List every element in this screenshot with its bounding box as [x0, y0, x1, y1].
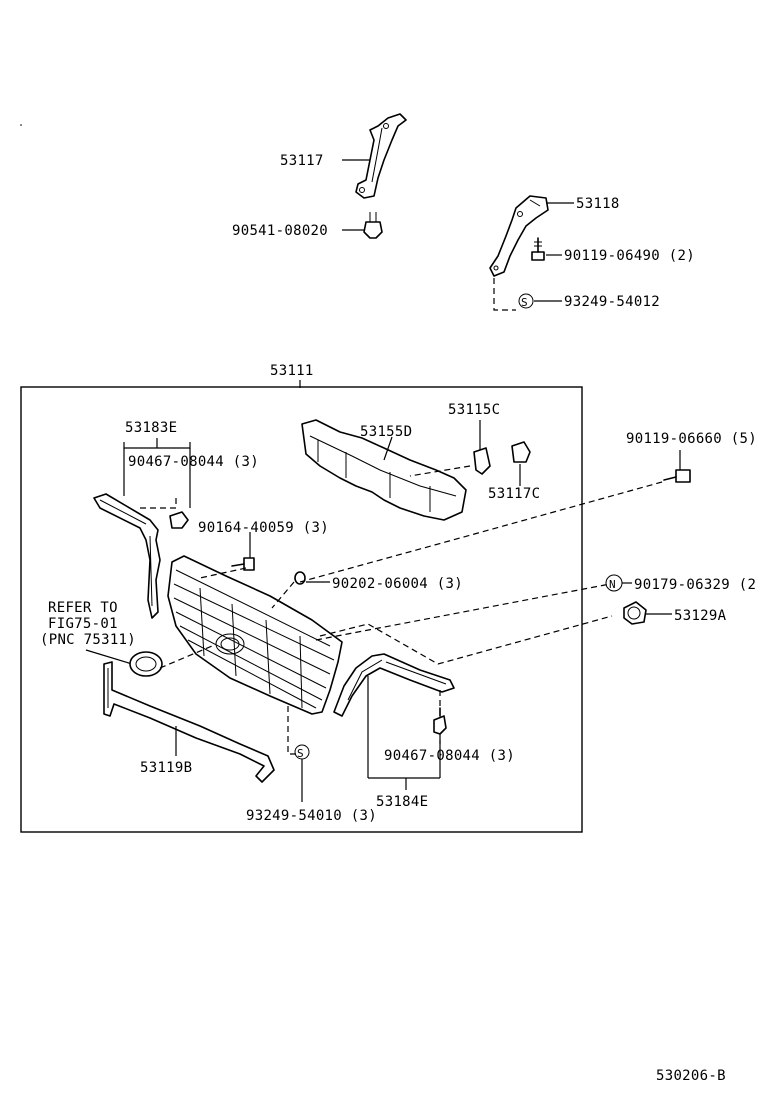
- part-90164-40059-screw: [231, 557, 255, 571]
- label-53115C: 53115C: [448, 402, 500, 418]
- part-53118-bracket: [489, 195, 549, 277]
- label-53183E: 53183E: [125, 420, 177, 436]
- label-53118: 53118: [576, 196, 620, 212]
- label-90202-06004: 90202-06004 (3): [332, 576, 463, 592]
- part-53117C-clip: [511, 441, 531, 463]
- s-symbol-top: S: [521, 296, 528, 309]
- part-53119B-molding: [103, 661, 275, 783]
- refer-text-2: FIG75-01: [48, 616, 118, 632]
- label-90119-06660: 90119-06660 (5): [626, 431, 757, 447]
- refer-text-1: REFER TO: [48, 600, 118, 616]
- part-53155D-support: [301, 419, 467, 521]
- label-53117: 53117: [280, 153, 324, 169]
- part-90119-06490-bolt: [531, 237, 545, 261]
- part-90467-08044-clip-bottom: [433, 707, 447, 735]
- part-53117-bracket: [355, 113, 407, 199]
- part-53184E-molding: [333, 653, 455, 717]
- label-93249-54010: 93249-54010 (3): [246, 808, 377, 824]
- label-90164-40059: 90164-40059 (3): [198, 520, 329, 536]
- figure-code: 530206-B: [656, 1068, 726, 1084]
- label-53117C: 53117C: [488, 486, 540, 502]
- stray-dot: [20, 124, 22, 126]
- label-90179-06329: 90179-06329 (2: [634, 577, 756, 593]
- label-90467-08044-top: 90467-08044 (3): [128, 454, 259, 470]
- s-symbol-bottom: S: [297, 747, 304, 760]
- part-53115C-clip: [473, 447, 491, 475]
- assembly-frame: [20, 386, 583, 833]
- label-90119-06490: 90119-06490 (2): [564, 248, 695, 264]
- n-symbol: N: [609, 578, 616, 591]
- part-53129A-cap: [623, 601, 647, 625]
- part-grille-main: [167, 555, 343, 715]
- part-90119-06660-bolt: [663, 469, 691, 483]
- part-90202-06004-nut: [294, 571, 306, 585]
- refer-text-3: (PNC 75311): [40, 632, 136, 648]
- part-emblem: [129, 651, 163, 677]
- label-93249-54012: 93249-54012: [564, 294, 660, 310]
- label-53119B: 53119B: [140, 760, 192, 776]
- label-53184E: 53184E: [376, 794, 428, 810]
- label-53155D: 53155D: [360, 424, 412, 440]
- part-90541-clip: [363, 212, 383, 239]
- part-53183E-molding: [93, 493, 161, 619]
- label-90541-08020: 90541-08020: [232, 223, 328, 239]
- part-90467-08044-clip-top: [169, 511, 189, 529]
- label-90467-08044-bottom: 90467-08044 (3): [384, 748, 515, 764]
- label-53129A: 53129A: [674, 608, 727, 624]
- label-53111: 53111: [270, 363, 314, 379]
